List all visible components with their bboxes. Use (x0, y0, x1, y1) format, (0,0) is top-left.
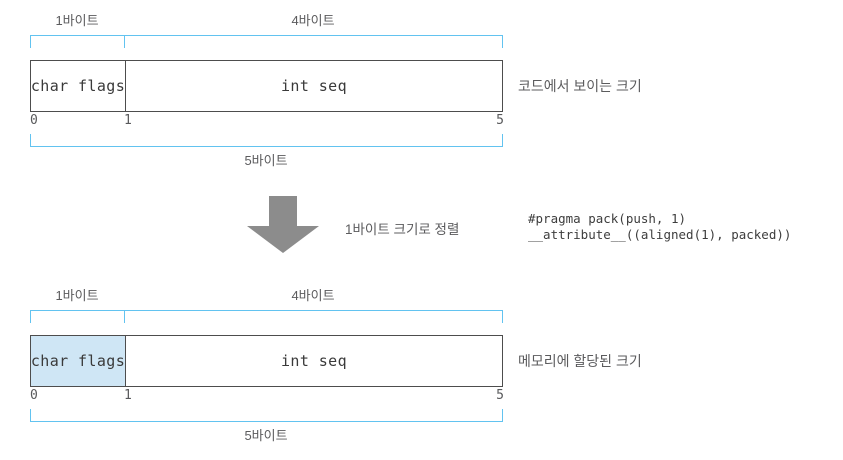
top-field-char-flags-label: char flags (30, 77, 126, 95)
bottom-field-1-size-label: 1바이트 (55, 288, 99, 303)
top-field-divider-tick (124, 36, 125, 48)
top-offset-1: 1 (124, 113, 132, 128)
top-field-1-size-label: 1바이트 (55, 13, 99, 28)
top-field-span-bracket (30, 35, 503, 48)
bottom-field-char-flags-label: char flags (30, 352, 126, 370)
bottom-total-size-bracket (30, 407, 503, 422)
top-total-size-label: 5바이트 (244, 153, 288, 168)
bottom-field-int-seq-label: int seq (280, 352, 347, 370)
bottom-caption: 메모리에 할당된 크기 (518, 353, 642, 369)
top-field-char-flags: char flags (31, 61, 126, 111)
bottom-field-span-bracket (30, 310, 503, 323)
bottom-total-size-label: 5바이트 (244, 428, 288, 443)
bottom-field-int-seq: int seq (126, 336, 502, 386)
top-total-size-bracket (30, 132, 503, 147)
bottom-offset-1: 1 (124, 388, 132, 403)
top-field-2-size-label: 4바이트 (291, 13, 335, 28)
down-arrow-icon (245, 196, 321, 259)
transform-label: 1바이트 크기로 정렬 (345, 222, 460, 237)
top-struct-box: char flags int seq (30, 60, 503, 112)
top-offset-0: 0 (30, 113, 38, 128)
top-caption: 코드에서 보이는 크기 (518, 78, 642, 94)
bottom-offset-5: 5 (496, 388, 504, 403)
top-offset-5: 5 (496, 113, 504, 128)
bottom-field-2-size-label: 4바이트 (291, 288, 335, 303)
pack-pragma-code: #pragma pack(push, 1) __attribute__((ali… (528, 211, 792, 242)
bottom-field-char-flags: char flags (31, 336, 126, 386)
top-field-int-seq-label: int seq (280, 77, 347, 95)
bottom-struct-box: char flags int seq (30, 335, 503, 387)
bottom-field-divider-tick (124, 311, 125, 323)
top-field-int-seq: int seq (126, 61, 502, 111)
bottom-offset-0: 0 (30, 388, 38, 403)
